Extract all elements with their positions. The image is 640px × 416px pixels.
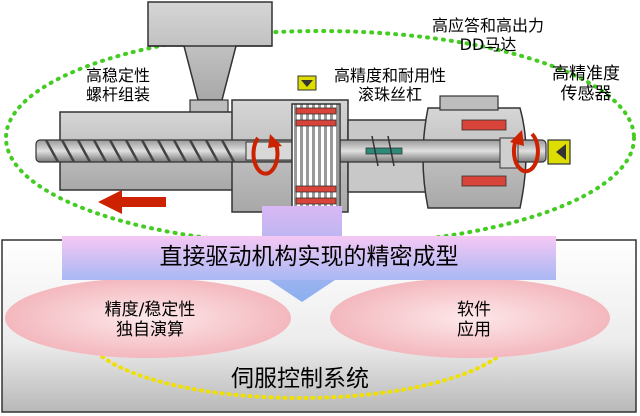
banner-box (62, 236, 556, 280)
injection-direction-arrow (98, 190, 166, 214)
motor-magnet (461, 119, 507, 131)
rotation-arrow-motor (511, 132, 540, 174)
software-ellipse (330, 278, 610, 358)
label-ball-screw: 高精度和耐用性 滚珠丝杠 (333, 66, 446, 105)
label-screw-assembly: 高稳定性 螺杆组装 (85, 66, 150, 105)
accuracy-ellipse (5, 278, 291, 358)
label-dd-motor: 高应答和高出力 DD马达 (431, 16, 544, 55)
banner-text: 直接驱动机构实现的精密成型 (159, 244, 459, 270)
rotation-arrow-screw (251, 136, 280, 176)
coupling (365, 147, 403, 155)
screw-flights (44, 139, 236, 163)
label-servo-system: 伺服控制系统 (231, 366, 369, 392)
label-software: 软件 应用 (457, 300, 491, 341)
label-sensor: 高精准度 传感器 (552, 64, 620, 105)
label-accuracy: 精度/稳定性 独自演算 (104, 300, 196, 341)
